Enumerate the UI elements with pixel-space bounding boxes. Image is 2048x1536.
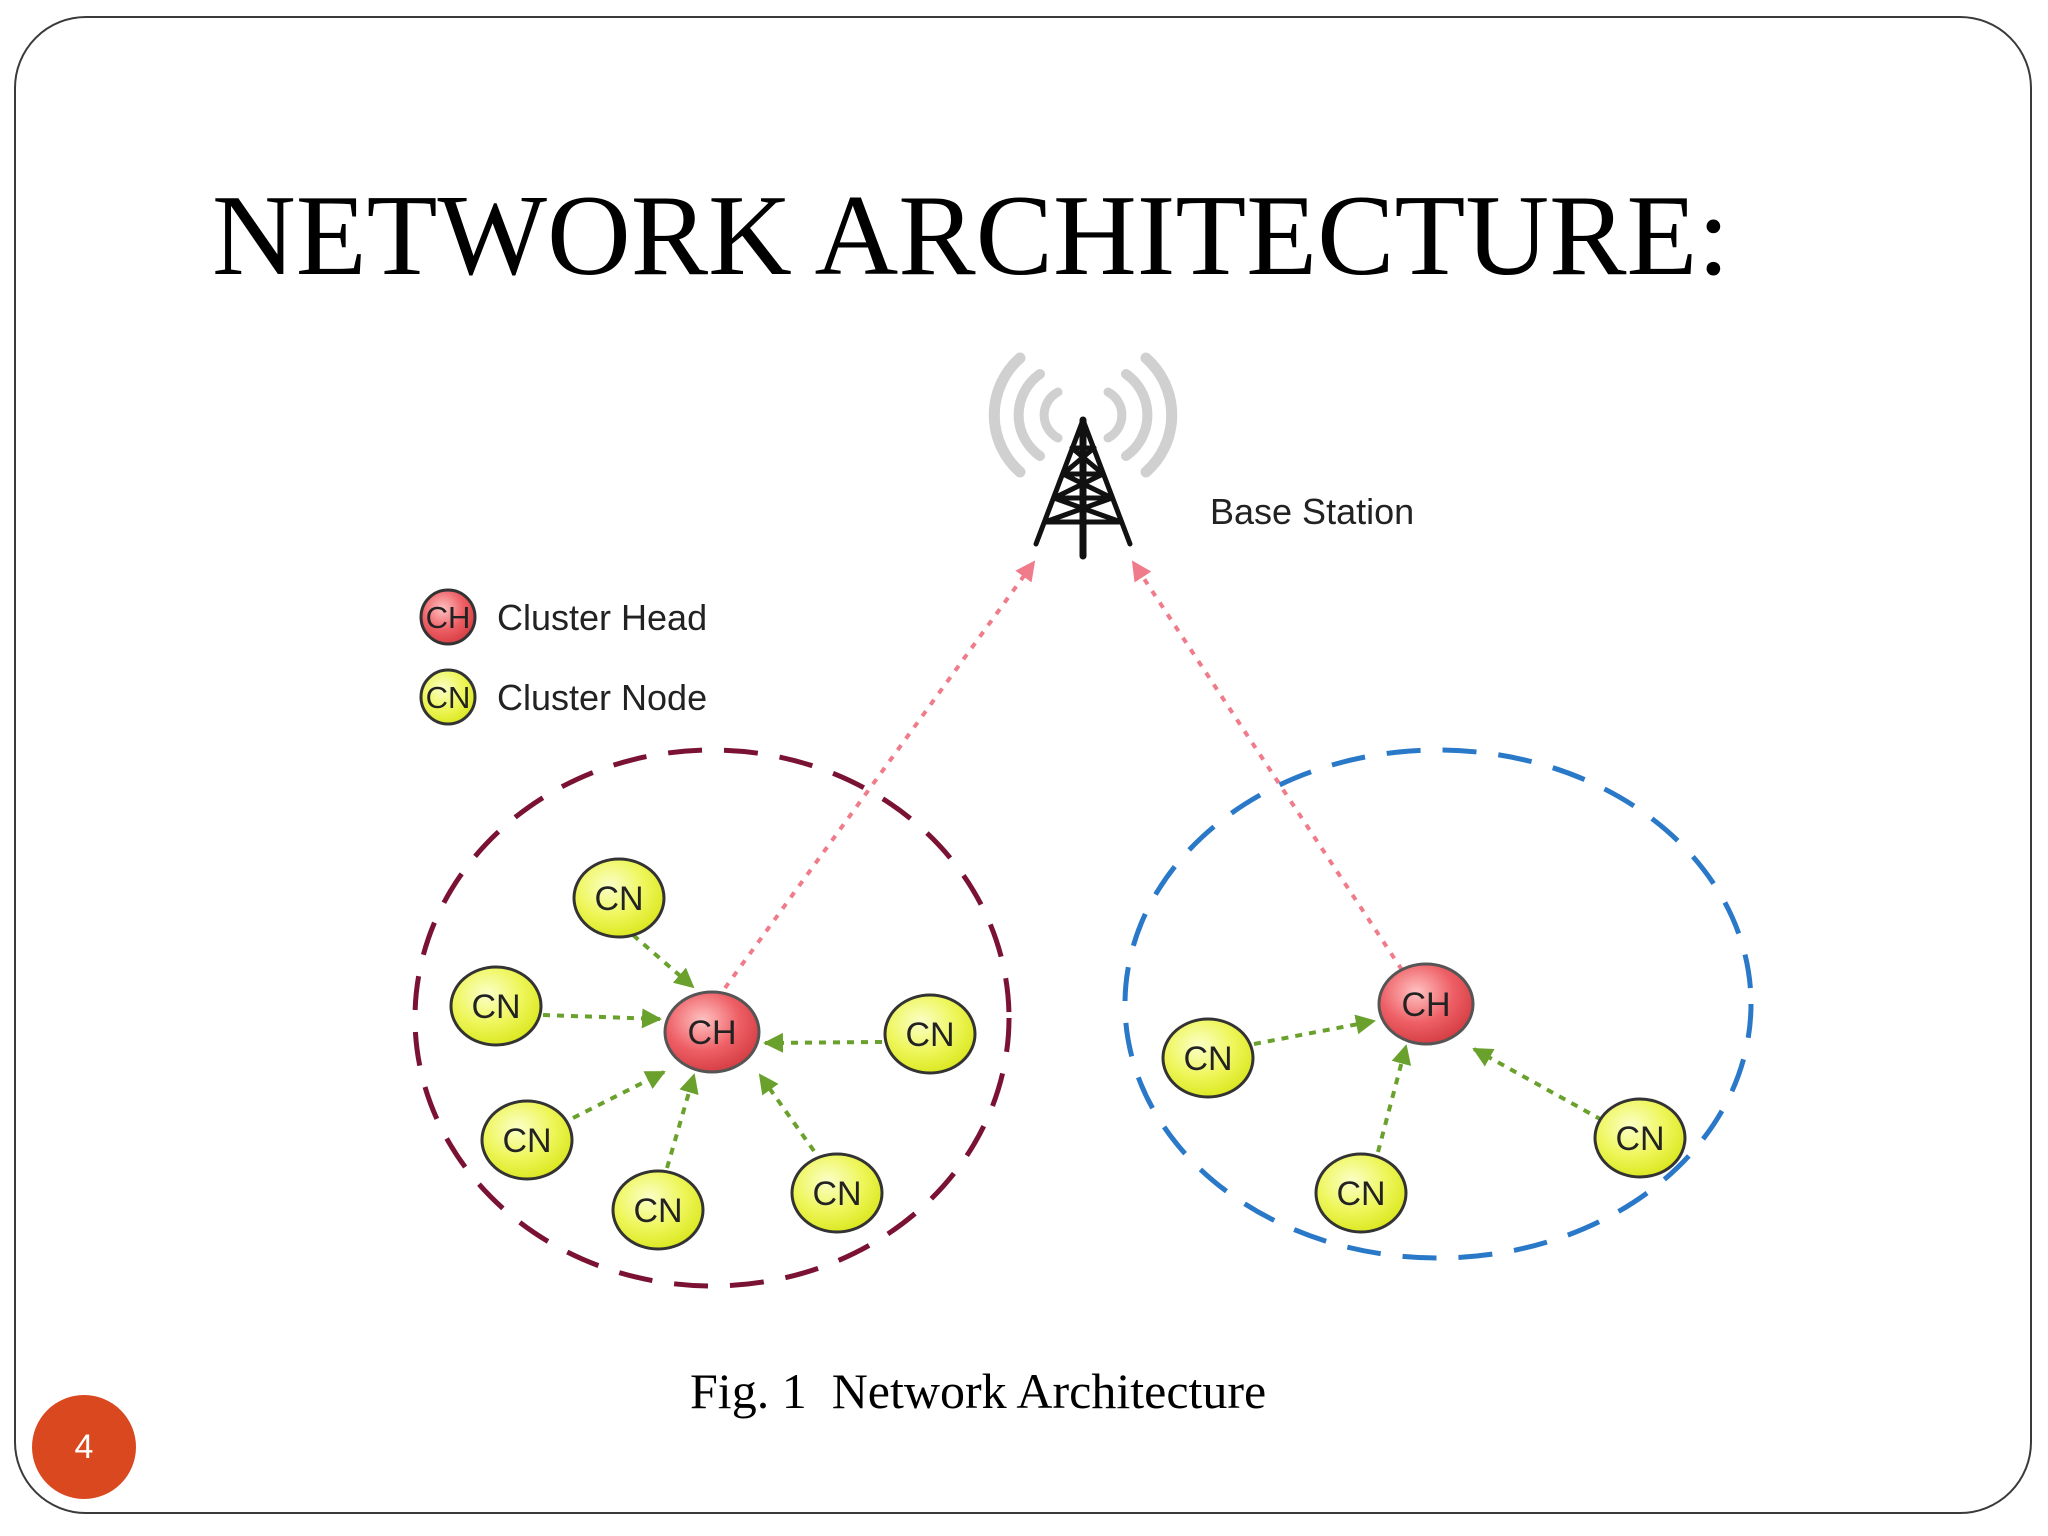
cluster-node-label: CN: [633, 1192, 682, 1230]
cluster-a-boundary: [412, 747, 1012, 1289]
cluster-b-member-links: [1253, 1014, 1603, 1153]
member-arrow: [763, 1032, 883, 1053]
base-station-label: Base Station: [1210, 491, 1414, 532]
member-arrow: [758, 1073, 816, 1153]
cluster-a-head-label: CH: [687, 1014, 736, 1052]
cluster-node: [480, 1099, 574, 1181]
member-arrow: [542, 1008, 662, 1029]
legend-cluster-head-icon: [419, 588, 477, 646]
cluster-a-member-links: [542, 933, 883, 1169]
legend-cluster-node-icon-text: CN: [426, 680, 471, 715]
cluster-node-label: CN: [502, 1122, 551, 1160]
cluster-b-head-node: [1377, 962, 1475, 1046]
cluster-node-label: CN: [812, 1175, 861, 1213]
signal-waves-icon: [988, 352, 1178, 478]
cluster-node-label: CN: [1615, 1120, 1664, 1158]
cluster-b-head-label: CH: [1401, 986, 1450, 1024]
cluster-node: [1314, 1152, 1408, 1234]
member-arrow: [665, 1073, 699, 1169]
cluster-node-label: CN: [471, 988, 520, 1026]
legend-cluster-head-icon-text: CH: [426, 600, 471, 635]
uplink-arrow-cluster-b: [1131, 560, 1404, 972]
cluster-node: [790, 1152, 884, 1234]
legend: CH Cluster Head CN Cluster Node: [419, 588, 707, 726]
member-arrow: [1472, 1047, 1603, 1122]
uplink-arrow-cluster-a: [723, 560, 1036, 990]
cluster-node: [611, 1169, 705, 1251]
cluster-node-label: CN: [1183, 1040, 1232, 1078]
legend-cluster-node-icon: [419, 668, 477, 726]
member-arrow: [1253, 1014, 1376, 1046]
cluster-node-label: CN: [594, 880, 643, 918]
cluster-node-label: CN: [1336, 1175, 1385, 1213]
member-arrow: [1376, 1044, 1412, 1153]
cluster-node: [449, 965, 543, 1047]
slide-frame: [14, 16, 2032, 1514]
legend-cluster-node-label: Cluster Node: [497, 677, 707, 718]
cluster-a-head-node: [663, 990, 761, 1074]
cluster-node: [572, 857, 666, 939]
member-arrow: [631, 933, 695, 989]
cluster-node: [1593, 1097, 1687, 1179]
cluster-node: [883, 993, 977, 1075]
cluster-b-boundary: [1122, 747, 1754, 1261]
base-station-tower-icon: [988, 352, 1178, 560]
member-arrow: [572, 1070, 666, 1120]
figure-caption: Fig. 1 Network Architecture: [690, 1363, 1267, 1419]
cluster-b: CH CN CN CN: [1161, 962, 1687, 1234]
cluster-node: [1161, 1017, 1255, 1099]
cluster-a: CH CN CN CN CN CN CN: [449, 857, 977, 1251]
cluster-node-label: CN: [905, 1016, 954, 1054]
slide-title: NETWORK ARCHITECTURE:: [212, 172, 1730, 300]
legend-cluster-head-label: Cluster Head: [497, 597, 707, 638]
page-number-badge: 4: [32, 1395, 136, 1499]
